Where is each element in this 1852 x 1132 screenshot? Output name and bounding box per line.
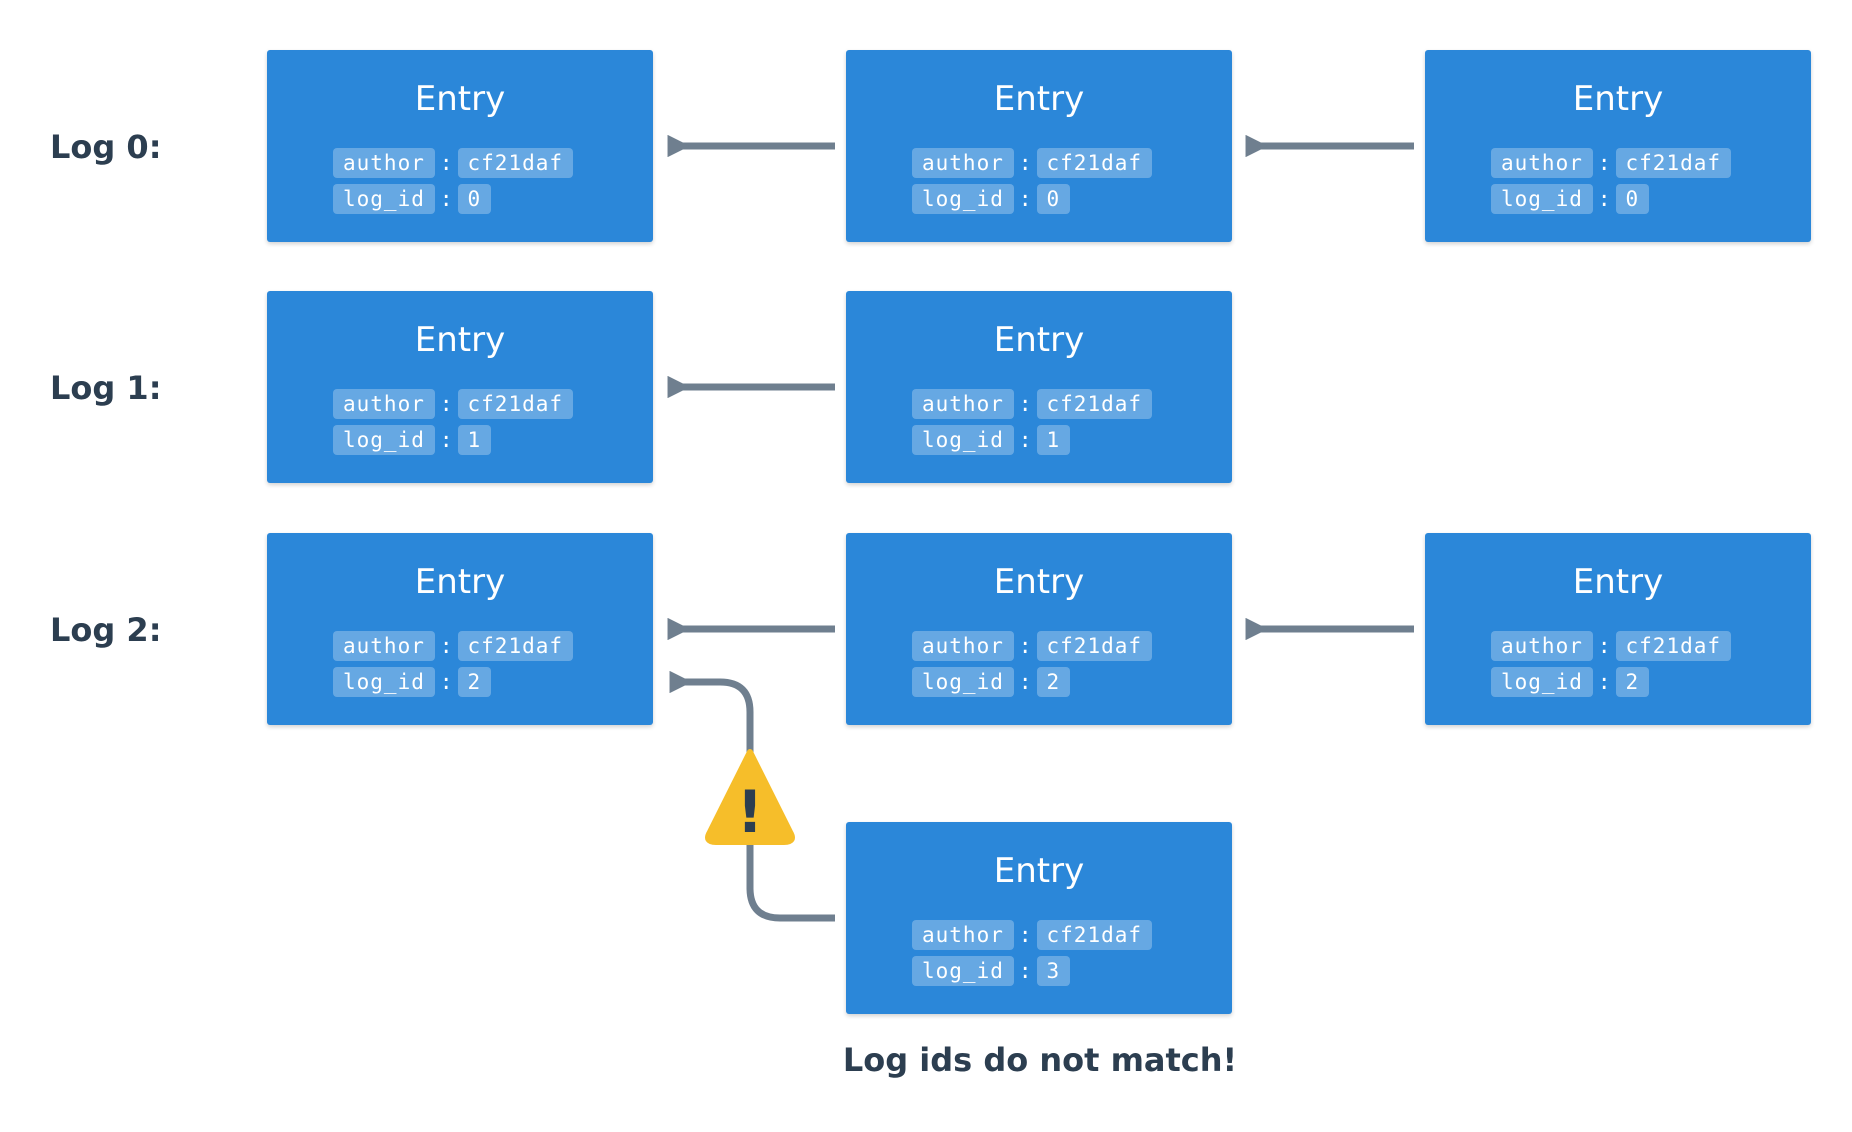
log-label-2: Log 2: <box>50 611 162 649</box>
field-separator: : <box>1018 634 1032 658</box>
log-id-key: log_id <box>333 184 435 214</box>
entry-title: Entry <box>993 562 1085 602</box>
author-key: author <box>333 389 435 419</box>
field-separator: : <box>1018 959 1032 983</box>
field-separator: : <box>439 187 453 211</box>
log-id-field: log_id:0 <box>1491 184 1650 214</box>
field-separator: : <box>439 670 453 694</box>
entry-log1-1: Entry author:cf21daf log_id:1 <box>267 291 653 483</box>
field-separator: : <box>439 634 453 658</box>
log-id-value: 0 <box>1615 184 1650 214</box>
author-field: author:cf21daf <box>912 920 1153 950</box>
log-id-value: 1 <box>457 425 492 455</box>
entry-log2-3: Entry author:cf21daf log_id:2 <box>1425 533 1811 725</box>
log-label-0: Log 0: <box>50 128 162 166</box>
author-key: author <box>912 920 1014 950</box>
author-value: cf21daf <box>457 389 574 419</box>
log-id-key: log_id <box>1491 667 1593 697</box>
entry-log0-1: Entry author:cf21daf log_id:0 <box>267 50 653 242</box>
log-id-key: log_id <box>333 425 435 455</box>
log-id-field: log_id:1 <box>912 425 1071 455</box>
author-value: cf21daf <box>1615 148 1732 178</box>
log-label-1: Log 1: <box>50 369 162 407</box>
author-field: author:cf21daf <box>333 389 574 419</box>
log-id-field: log_id:3 <box>912 956 1071 986</box>
author-value: cf21daf <box>1036 389 1153 419</box>
field-separator: : <box>439 392 453 416</box>
entry-invalid: Entry author:cf21daf log_id:3 <box>846 822 1232 1014</box>
field-separator: : <box>1018 187 1032 211</box>
entry-title: Entry <box>993 851 1085 891</box>
log-id-field: log_id:1 <box>333 425 492 455</box>
author-field: author:cf21daf <box>912 148 1153 178</box>
log-id-key: log_id <box>912 184 1014 214</box>
entry-title: Entry <box>1572 562 1664 602</box>
author-field: author:cf21daf <box>333 148 574 178</box>
author-key: author <box>912 631 1014 661</box>
field-separator: : <box>1597 634 1611 658</box>
field-separator: : <box>1597 151 1611 175</box>
log-id-key: log_id <box>912 425 1014 455</box>
entry-title: Entry <box>993 79 1085 119</box>
author-value: cf21daf <box>1036 631 1153 661</box>
field-separator: : <box>1597 670 1611 694</box>
entry-log2-2: Entry author:cf21daf log_id:2 <box>846 533 1232 725</box>
entry-title: Entry <box>414 320 506 360</box>
author-key: author <box>1491 148 1593 178</box>
field-separator: : <box>1597 187 1611 211</box>
field-separator: : <box>1018 392 1032 416</box>
log-id-field: log_id:0 <box>912 184 1071 214</box>
field-separator: : <box>439 151 453 175</box>
log-id-field: log_id:2 <box>912 667 1071 697</box>
log-id-value: 3 <box>1036 956 1071 986</box>
author-value: cf21daf <box>457 148 574 178</box>
log-id-value: 0 <box>457 184 492 214</box>
author-key: author <box>1491 631 1593 661</box>
log-id-field: log_id:2 <box>1491 667 1650 697</box>
author-field: author:cf21daf <box>912 631 1153 661</box>
author-value: cf21daf <box>457 631 574 661</box>
author-field: author:cf21daf <box>333 631 574 661</box>
log-id-value: 2 <box>1036 667 1071 697</box>
log-id-field: log_id:2 <box>333 667 492 697</box>
log-id-key: log_id <box>1491 184 1593 214</box>
entry-log1-2: Entry author:cf21daf log_id:1 <box>846 291 1232 483</box>
author-field: author:cf21daf <box>1491 631 1732 661</box>
entry-log0-3: Entry author:cf21daf log_id:0 <box>1425 50 1811 242</box>
entry-log0-2: Entry author:cf21daf log_id:0 <box>846 50 1232 242</box>
author-key: author <box>333 148 435 178</box>
entry-title: Entry <box>414 562 506 602</box>
log-id-key: log_id <box>333 667 435 697</box>
field-separator: : <box>1018 670 1032 694</box>
entry-title: Entry <box>414 79 506 119</box>
error-caption: Log ids do not match! <box>842 1041 1238 1079</box>
author-field: author:cf21daf <box>1491 148 1732 178</box>
entry-log2-1: Entry author:cf21daf log_id:2 <box>267 533 653 725</box>
author-value: cf21daf <box>1036 920 1153 950</box>
log-id-value: 2 <box>1615 667 1650 697</box>
author-key: author <box>333 631 435 661</box>
field-separator: : <box>1018 428 1032 452</box>
author-key: author <box>912 389 1014 419</box>
field-separator: : <box>1018 923 1032 947</box>
log-id-field: log_id:0 <box>333 184 492 214</box>
entry-title: Entry <box>993 320 1085 360</box>
warning-glyph: ! <box>737 778 763 846</box>
log-id-value: 2 <box>457 667 492 697</box>
warning-icon: ! <box>705 749 795 846</box>
field-separator: : <box>1018 151 1032 175</box>
log-id-value: 1 <box>1036 425 1071 455</box>
author-field: author:cf21daf <box>912 389 1153 419</box>
author-value: cf21daf <box>1615 631 1732 661</box>
log-id-key: log_id <box>912 667 1014 697</box>
log-id-key: log_id <box>912 956 1014 986</box>
author-value: cf21daf <box>1036 148 1153 178</box>
author-key: author <box>912 148 1014 178</box>
entry-title: Entry <box>1572 79 1664 119</box>
log-id-value: 0 <box>1036 184 1071 214</box>
field-separator: : <box>439 428 453 452</box>
